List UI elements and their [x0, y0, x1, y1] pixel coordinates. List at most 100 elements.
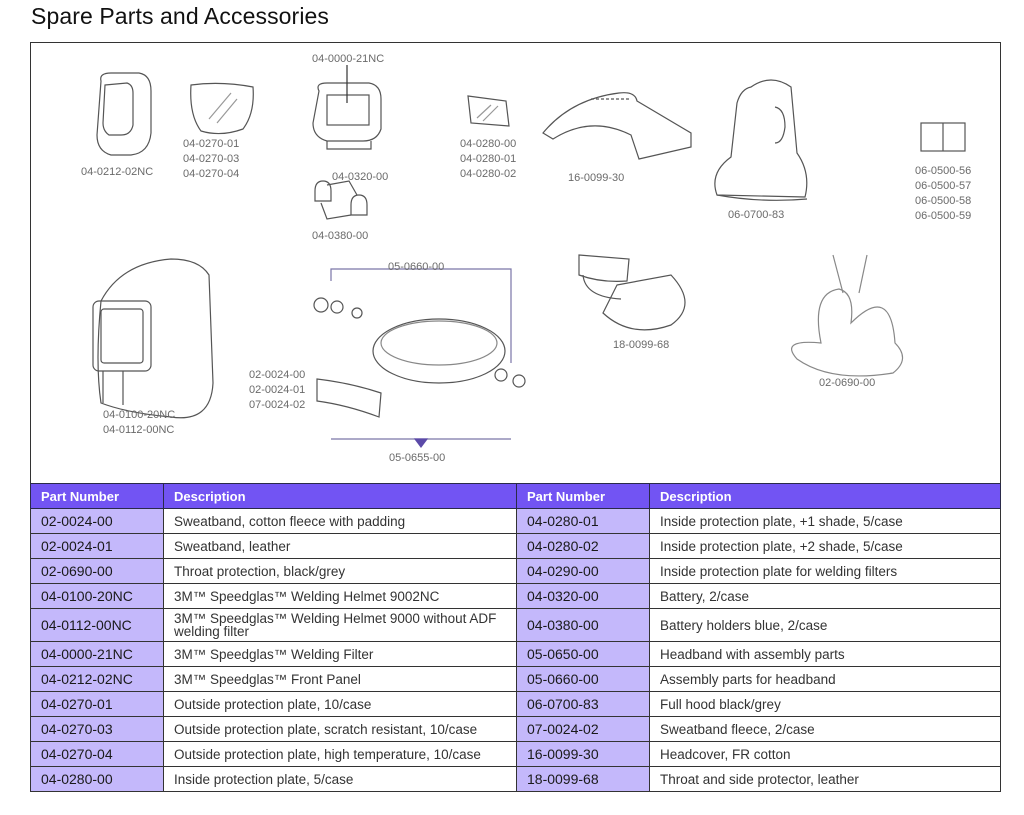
description-cell: Sweatband, leather: [163, 533, 517, 559]
description-cell: 3M™ Speedglas™ Welding Helmet 9000 witho…: [163, 608, 517, 642]
description-cell: Outside protection plate, high temperatu…: [163, 741, 517, 767]
callout-label: 06-0500-57: [915, 180, 972, 192]
description-cell: Battery, 2/case: [649, 583, 1001, 609]
description-cell: Battery holders blue, 2/case: [649, 608, 1001, 642]
part-number-cell: 04-0280-01: [516, 508, 650, 534]
part-number-cell: 04-0270-01: [30, 691, 164, 717]
callout-label: 06-0500-56: [915, 165, 972, 177]
part-number-cell: 04-0290-00: [516, 558, 650, 584]
callout-label: 04-0280-00: [460, 138, 517, 150]
part-number-cell: 18-0099-68: [516, 766, 650, 792]
description-cell: Outside protection plate, 10/case: [163, 691, 517, 717]
callout-label: 06-0500-58: [915, 195, 972, 207]
description-cell: Throat protection, black/grey: [163, 558, 517, 584]
headcover-illustration: [542, 92, 692, 160]
callout-label: 04-0280-02: [460, 168, 517, 180]
part-number-cell: 06-0700-83: [516, 691, 650, 717]
part-number-cell: 04-0000-21NC: [30, 641, 164, 667]
parts-table: Part Number Description Part Number Desc…: [30, 483, 1001, 792]
part-number-cell: 02-0024-01: [30, 533, 164, 559]
callout-label: 06-0700-83: [728, 209, 785, 221]
part-number-cell: 02-0690-00: [30, 558, 164, 584]
part-number-cell: 05-0660-00: [516, 666, 650, 692]
callout-inside-plates: 04-0280-00 04-0280-01 04-0280-02: [460, 137, 516, 182]
callout-welding-filter: 04-0000-21NC: [312, 52, 384, 67]
callout-label: 04-0280-01: [460, 153, 517, 165]
part-number-cell: 04-0112-00NC: [30, 608, 164, 642]
callout-headcover: 16-0099-30: [568, 171, 624, 186]
callout-helmet: 04-0100-20NC 04-0112-00NC: [103, 408, 175, 438]
callout-battery: 04-0320-00: [332, 170, 388, 185]
welding-helmet-illustration: [92, 258, 214, 419]
description-cell: Inside protection plate, 5/case: [163, 766, 517, 792]
part-number-cell: 16-0099-30: [516, 741, 650, 767]
table-header-row: Part Number Description Part Number Desc…: [30, 483, 1001, 509]
callout-label: 18-0099-68: [613, 339, 670, 351]
callout-label: 04-0212-02NC: [81, 166, 154, 178]
callout-label: 07-0024-02: [249, 399, 306, 411]
description-cell: Inside protection plate for welding filt…: [649, 558, 1001, 584]
part-number-cell: 02-0024-00: [30, 508, 164, 534]
inside-plate-illustration: [467, 95, 510, 127]
callout-throat-protection: 02-0690-00: [819, 376, 875, 391]
part-number-cell: 04-0270-04: [30, 741, 164, 767]
part-number-cell: 04-0270-03: [30, 716, 164, 742]
header-description: Description: [649, 483, 1001, 509]
description-cell: Throat and side protector, leather: [649, 766, 1001, 792]
callout-label: 06-0500-59: [915, 210, 972, 222]
throat-protection-illustration: [791, 254, 904, 377]
part-number-cell: 04-0380-00: [516, 608, 650, 642]
callout-label: 02-0024-01: [249, 384, 306, 396]
outside-plate-illustration: [190, 82, 254, 135]
parts-diagram: 04-0212-02NC 04-0270-01 04-0270-03 04-02…: [30, 42, 1001, 484]
page-title: Spare Parts and Accessories: [31, 3, 330, 29]
callout-label: 04-0000-21NC: [312, 53, 385, 65]
description-cell: Outside protection plate, scratch resist…: [163, 716, 517, 742]
header-description: Description: [163, 483, 517, 509]
callout-label: 16-0099-30: [568, 172, 625, 184]
description-cell: Inside protection plate, +1 shade, 5/cas…: [649, 508, 1001, 534]
callout-label: 04-0320-00: [332, 171, 389, 183]
callout-battery-holders: 04-0380-00: [312, 229, 368, 244]
description-cell: Headband with assembly parts: [649, 641, 1001, 667]
header-part-number: Part Number: [30, 483, 164, 509]
callout-label: 04-0270-03: [183, 153, 240, 165]
callout-sweatbands: 02-0024-00 02-0024-01 07-0024-02: [249, 368, 305, 413]
callout-throat-side-protector: 18-0099-68: [613, 338, 669, 353]
callout-magnifiers: 06-0500-56 06-0500-57 06-0500-58 06-0500…: [915, 164, 971, 224]
callout-front-panel: 04-0212-02NC: [81, 165, 153, 180]
magnifier-lens-illustration: [920, 122, 966, 152]
callout-assembly-parts: 05-0660-00: [388, 260, 444, 275]
callout-label: 04-0100-20NC: [103, 409, 176, 421]
part-number-cell: 04-0100-20NC: [30, 583, 164, 609]
part-number-cell: 04-0280-02: [516, 533, 650, 559]
description-cell: 3M™ Speedglas™ Welding Helmet 9002NC: [163, 583, 517, 609]
callout-label: 04-0112-00NC: [103, 424, 175, 436]
part-number-cell: 05-0650-00: [516, 641, 650, 667]
welding-filter-illustration: [312, 65, 382, 150]
callout-label: 02-0024-00: [249, 369, 306, 381]
callout-headband: 05-0655-00: [389, 451, 445, 466]
part-number-cell: 07-0024-02: [516, 716, 650, 742]
description-cell: Full hood black/grey: [649, 691, 1001, 717]
callout-label: 05-0660-00: [388, 261, 445, 273]
callout-label: 05-0655-00: [389, 452, 446, 464]
description-cell: 3M™ Speedglas™ Front Panel: [163, 666, 517, 692]
description-cell: Sweatband fleece, 2/case: [649, 716, 1001, 742]
callout-label: 04-0270-01: [183, 138, 240, 150]
callout-outside-plates: 04-0270-01 04-0270-03 04-0270-04: [183, 137, 239, 182]
callout-label: 04-0270-04: [183, 168, 240, 180]
part-number-cell: 04-0280-00: [30, 766, 164, 792]
description-cell: Headcover, FR cotton: [649, 741, 1001, 767]
throat-side-protector-illustration: [578, 254, 686, 331]
